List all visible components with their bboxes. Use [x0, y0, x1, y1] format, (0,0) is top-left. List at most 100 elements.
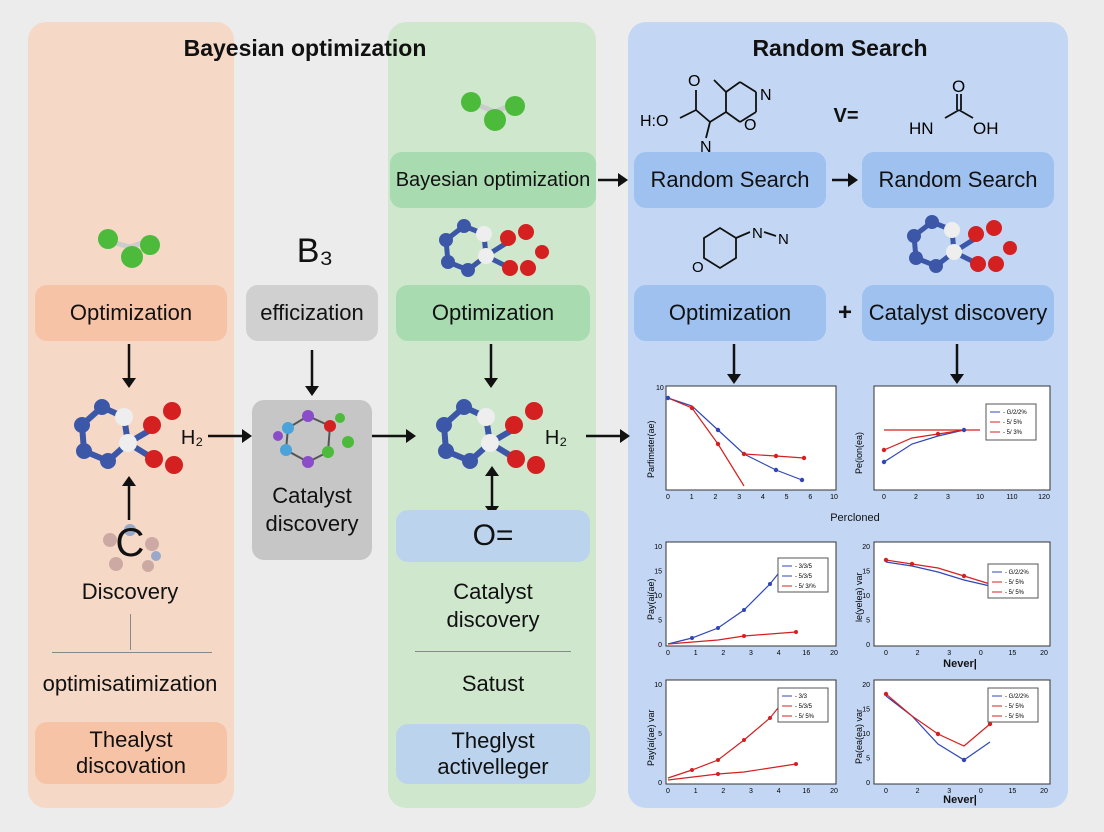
green-o-box: O= — [396, 510, 590, 562]
catalyst-molecule-icon — [273, 410, 354, 468]
x-tick-label: 20 — [1040, 650, 1048, 657]
chemical-structure-3-icon: O N N — [692, 225, 789, 276]
plot-1-ylabel: Parfimeter(ae) — [646, 420, 656, 478]
arrow-right-icon — [586, 429, 630, 443]
x-tick-label: 1 — [694, 788, 698, 795]
chemical-structure-2-icon: HN OH O — [909, 77, 999, 138]
divider-line — [52, 652, 212, 653]
legend-entry: - 5/ 5% — [795, 714, 815, 720]
chem-n-label: N — [752, 225, 763, 242]
caption-never-1: Never| — [943, 658, 977, 670]
x-tick-label: 16 — [802, 650, 810, 657]
arrow-down-icon — [950, 344, 964, 384]
plot-4-ylabel: le(yelea) var — [854, 572, 864, 622]
x-tick-label: 4 — [777, 650, 781, 657]
x-tick-label: 6 — [808, 494, 812, 501]
title-random-search: Random Search — [752, 35, 928, 61]
plot-3-ylabel: Pay(ai(ae) — [646, 578, 656, 620]
chemical-structure-1-icon: H:O O N N O — [640, 73, 772, 154]
y-tick-label: 0 — [658, 642, 662, 649]
legend-entry: - 5/3/5 — [795, 704, 813, 710]
x-tick-label: 2 — [916, 788, 920, 795]
orange-c-label: C — [115, 521, 145, 565]
molecule-diatomic-icon-green — [461, 92, 525, 131]
x-tick-label: 10 — [976, 494, 984, 501]
divider-line — [415, 651, 571, 652]
x-tick-label: 0 — [884, 650, 888, 657]
legend-entry: - G/2/2% — [1003, 410, 1027, 416]
blue-catalyst-discovery-box: Catalyst discovery — [862, 285, 1054, 341]
legend-entry: - G/2/2% — [1005, 694, 1029, 700]
chem-o-label: O — [688, 73, 700, 90]
gray-efficization-box: efficization — [246, 285, 378, 341]
molecule-ring-icon-left — [74, 399, 183, 474]
x-tick-label: 120 — [1038, 494, 1050, 501]
gray-b3-label: B₃ — [296, 232, 334, 270]
arrow-up-icon — [122, 476, 136, 520]
gray-catalyst-discovery-box — [252, 400, 372, 560]
arrow-down-icon — [727, 344, 741, 384]
x-tick-label: 15 — [1009, 788, 1017, 795]
arrow-right-icon — [598, 173, 628, 187]
x-tick-label: 3 — [947, 650, 951, 657]
x-tick-label: 2 — [713, 494, 717, 501]
x-tick-label: 20 — [1040, 788, 1048, 795]
x-tick-label: 2 — [916, 650, 920, 657]
chem-oh-label: OH — [973, 119, 999, 138]
plot-6-ylabel: Pa(ea(ea) var — [854, 709, 864, 764]
molecule-ring-icon-center — [436, 399, 545, 474]
y-tick-label: 20 — [862, 544, 870, 551]
x-tick-label: 0 — [666, 494, 670, 501]
y-tick-label: 5 — [866, 618, 870, 625]
x-tick-label: 0 — [979, 788, 983, 795]
chem-n2-label: N — [760, 87, 772, 104]
legend-entry: - 3/3 — [795, 694, 808, 700]
y-tick-label: 5 — [866, 756, 870, 763]
x-tick-label: 3 — [749, 788, 753, 795]
plot-5-ylabel: Pay(ai(ae) var — [646, 709, 656, 766]
caption-percloned: Percloned — [830, 512, 880, 524]
x-tick-label: 1 — [694, 650, 698, 657]
orange-optimization-box: Optimization — [35, 285, 227, 341]
green-satust-label: Satust — [461, 671, 525, 696]
y-tick-label: 5 — [658, 618, 662, 625]
x-tick-label: 0 — [884, 788, 888, 795]
chem-o-ring-label: O — [692, 259, 704, 276]
y-tick-label: 10 — [654, 593, 662, 600]
y-tick-label: 15 — [862, 707, 870, 714]
orange-thealyst-box: Thealyst discovation — [35, 722, 227, 784]
chem-hn-label: HN — [909, 119, 934, 138]
green-h2-label: H₂ — [544, 427, 568, 449]
arrow-right-icon — [832, 173, 858, 187]
legend-entry: - 5/ 5% — [1003, 420, 1023, 426]
x-tick-label: 0 — [666, 650, 670, 657]
green-theglyst-box: Theglyst activelleger — [396, 724, 590, 784]
arrow-down-icon — [305, 350, 319, 396]
x-tick-label: 3 — [737, 494, 741, 501]
chem-o-top-label: O — [952, 77, 965, 96]
orange-h2-label: H₂ — [180, 427, 204, 449]
molecule-ring-icon-right — [907, 215, 1017, 273]
x-tick-label: 20 — [830, 788, 838, 795]
blue-optimization-box: Optimization — [634, 285, 826, 341]
plot-1-ytick: 10 — [656, 385, 664, 392]
y-tick-label: 0 — [866, 642, 870, 649]
orange-discovery-label: Discovery — [81, 579, 179, 604]
legend-entry: - 3/3/5 — [795, 564, 813, 570]
atom-cluster-icon — [103, 524, 161, 572]
x-tick-label: 3 — [749, 650, 753, 657]
blue-v-label: V= — [833, 105, 859, 127]
x-tick-label: 0 — [979, 650, 983, 657]
caption-never-2: Never| — [943, 794, 977, 806]
x-tick-label: 0 — [882, 494, 886, 501]
plus-sign: + — [837, 299, 852, 326]
x-tick-label: 110 — [1006, 494, 1017, 501]
arrow-down-icon — [122, 344, 136, 388]
chem-ho-label: H:O — [640, 113, 668, 130]
